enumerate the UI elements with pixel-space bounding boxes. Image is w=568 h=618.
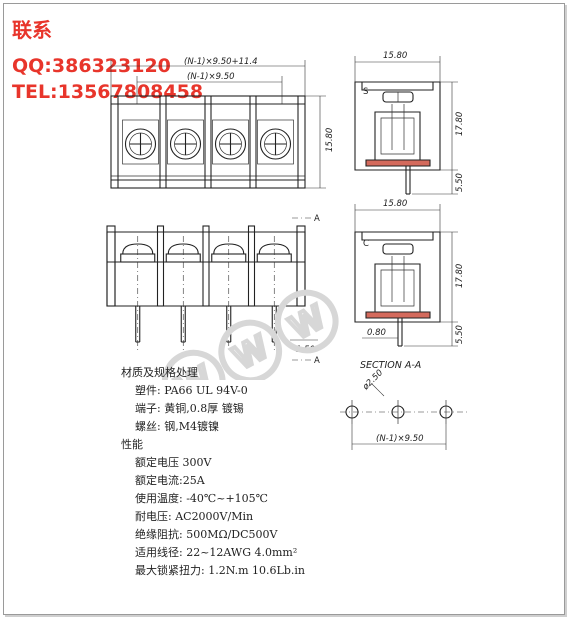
- dim-hole-dia-label: ø2.50: [360, 368, 385, 393]
- dim-pin-size-label: 1.50: [296, 345, 315, 355]
- spec-screw: 螺丝: 钢,M4镀镍: [135, 420, 219, 433]
- clamp-frame: [257, 119, 294, 165]
- front-view: A A 1.50: [106, 214, 320, 366]
- screw-head: [214, 128, 247, 160]
- top-view: (N-1)×9.50+11.4 (N-1)×9.50 15.80: [110, 57, 335, 189]
- spec-plastic: 塑件: PA66 UL 94V-0: [135, 384, 248, 397]
- drawing-frame: [3, 3, 565, 615]
- screw-head: [124, 128, 157, 160]
- section-mark-bottom: A: [314, 356, 320, 366]
- side-label-c: C: [363, 239, 369, 249]
- dim-hole-pitch-label: (N-1)×9.50: [376, 434, 424, 444]
- spec-rated-voltage: 额定电压 300V: [135, 456, 212, 469]
- spec-list: 材质及规格处理 塑件: PA66 UL 94V-0 端子: 黄铜,0.8厚 镀锡…: [121, 364, 305, 580]
- dim-pin-offset-label: 0.80: [367, 328, 386, 338]
- pcb-hole-pattern: ø2.50 (N-1)×9.50: [340, 368, 470, 450]
- contact-title: 联系: [12, 18, 52, 42]
- spec-insulation: 绝缘阻抗: 500MΩ/DC500V: [135, 528, 278, 541]
- spec-heading-performance: 性能: [121, 438, 143, 451]
- front-barrier: [202, 225, 210, 307]
- clamp-frame: [212, 119, 249, 165]
- dim-height-front-label: 15.80: [325, 128, 335, 152]
- side-view-s: 15.80 S 17.80 5.50: [354, 51, 465, 195]
- clamp-frame: [167, 119, 204, 165]
- dim-overall-label: (N-1)×9.50+11.4: [184, 57, 258, 67]
- screw-head: [259, 128, 292, 160]
- dim-pin-length-label: 5.50: [455, 173, 465, 192]
- front-barrier: [156, 225, 165, 307]
- contact-tel: TEL:13567808458: [12, 81, 204, 103]
- spec-rated-current: 额定电流:25A: [135, 474, 205, 487]
- spec-torque: 最大锁紧扭力: 1.2N.m 10.6Lb.in: [135, 564, 305, 577]
- screw-dome: [258, 243, 290, 255]
- screw-head: [169, 128, 202, 160]
- dim-side-width-label: 15.80: [383, 51, 407, 61]
- dim-side-height-b-label: 17.80: [455, 264, 465, 288]
- spec-temperature: 使用温度: -40℃~+105℃: [135, 492, 268, 505]
- block-body-top: [110, 95, 306, 189]
- dim-pitch-label: (N-1)×9.50: [187, 72, 235, 82]
- section-title: SECTION A-A: [360, 360, 421, 371]
- spec-terminal: 端子: 黄铜,0.8厚 镀锡: [135, 402, 244, 415]
- front-end-wall: [106, 225, 116, 307]
- dim-side-width-b-label: 15.80: [383, 199, 407, 209]
- section-mark-top: A: [314, 214, 320, 224]
- front-end-wall: [296, 225, 306, 307]
- screw-dome: [167, 243, 199, 255]
- dim-side-height-label: 17.80: [455, 112, 465, 136]
- side-label-s: S: [363, 87, 368, 97]
- clamp-frame: [122, 119, 159, 165]
- dim-pin-length-b-label: 5.50: [455, 325, 465, 344]
- block-body-front: [106, 231, 306, 307]
- spec-heading-material: 材质及规格处理: [121, 366, 198, 379]
- screw-dome: [213, 243, 245, 255]
- spec-wire: 适用线径: 22~12AWG 4.0mm²: [135, 546, 298, 559]
- spec-withstand: 耐电压: AC2000V/Min: [135, 510, 254, 523]
- screw-dome: [122, 243, 154, 255]
- front-barrier: [247, 225, 256, 307]
- section-view: 15.80 C 17.80 5.50 0.80 SECTION A-A: [354, 199, 465, 371]
- contact-qq: QQ:386323120: [12, 55, 171, 77]
